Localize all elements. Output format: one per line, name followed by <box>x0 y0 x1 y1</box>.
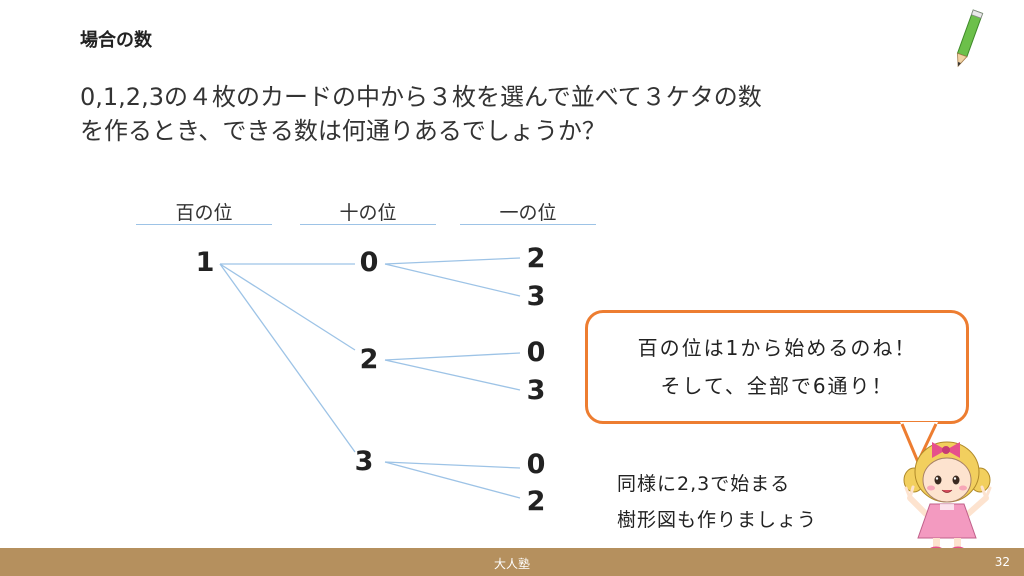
branch-line <box>384 461 521 469</box>
tree-tens-digit: 0 <box>359 247 379 278</box>
instruction-note-line-1: 同様に2,3で始まる <box>617 473 791 495</box>
page-title: 場合の数 <box>80 30 152 51</box>
footer-brand: 大人塾 <box>493 557 530 571</box>
tree-ones-digit: 3 <box>526 375 546 406</box>
page-number: 32 <box>994 555 1010 569</box>
question-line-2: を作るとき、できる数は何通りあるでしょうか？ <box>80 117 606 145</box>
column-tens-label: 十の位 <box>339 202 397 224</box>
speech-bubble: 百の位は1から始めるのね！ そして、全部で6通り！ <box>585 310 969 424</box>
tree-ones-digit: 2 <box>526 243 546 274</box>
instruction-note-line-2: 樹形図も作りましょう <box>617 509 818 531</box>
tree-tens-digit: 2 <box>359 344 379 375</box>
speech-bubble-line-2: そして、全部で6通り！ <box>660 374 894 398</box>
girl-mascot-illustration <box>903 441 992 554</box>
tree-ones-digit: 0 <box>526 337 546 368</box>
footer-bar: 大人塾 32 <box>0 548 1024 576</box>
tree-ones-digit: 3 <box>526 281 546 312</box>
tree-ones-digit: 2 <box>526 486 546 517</box>
column-ones-underline <box>460 224 596 225</box>
branch-line <box>384 461 521 499</box>
column-hundreds-label: 百の位 <box>175 202 233 224</box>
branch-line <box>219 263 356 351</box>
column-tens-underline <box>300 224 436 225</box>
branch-line <box>384 257 521 265</box>
tree-ones-digit: 0 <box>526 449 546 480</box>
tree-tens-digit: 3 <box>354 446 374 477</box>
instruction-note: 同様に2,3で始まる 樹形図も作りましょう <box>617 466 817 538</box>
column-hundreds-underline <box>136 224 272 225</box>
column-ones-label: 一の位 <box>499 202 557 224</box>
branch-line <box>384 359 521 391</box>
speech-bubble-line-1: 百の位は1から始めるのね！ <box>637 336 917 360</box>
branch-line <box>219 263 356 453</box>
question-line-1: 0,1,2,3の４枚のカードの中から３枚を選んで並べて３ケタの数 <box>80 83 762 111</box>
question-text: 0,1,2,3の４枚のカードの中から３枚を選んで並べて３ケタの数 を作るとき、で… <box>80 80 762 148</box>
branch-line <box>384 263 521 297</box>
pencil-icon <box>956 9 984 68</box>
tree-root-digit: 1 <box>195 247 215 278</box>
branch-line <box>384 352 521 361</box>
